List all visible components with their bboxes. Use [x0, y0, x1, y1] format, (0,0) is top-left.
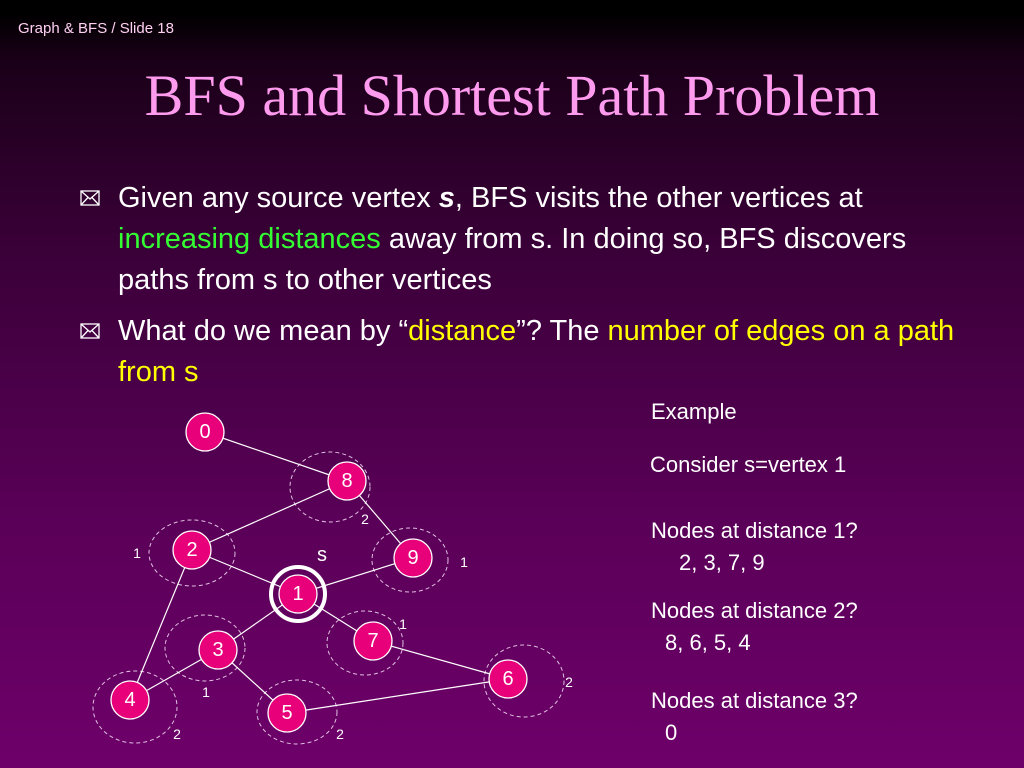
bullet-2-text-a: What do we mean by “ — [118, 315, 409, 347]
distance-label-9: 1 — [460, 554, 468, 570]
node-0 — [185, 412, 225, 452]
node-5 — [267, 693, 307, 733]
node-label-4: 4 — [124, 689, 135, 711]
bullet-1-text-a: Given any source vertex — [118, 182, 439, 214]
increasing-distances-highlight: increasing distances — [118, 223, 381, 255]
bullet-1: Given any source vertex s, BFS visits th… — [80, 178, 960, 301]
slide-label: Graph & BFS / Slide 18 — [18, 20, 174, 37]
edge-2-4 — [129, 549, 193, 701]
distance-ellipse-9 — [371, 527, 449, 593]
bullet-list: Given any source vertex s, BFS visits th… — [80, 178, 960, 403]
source-label: s — [317, 544, 327, 566]
consider-text: Consider s=vertex 1 — [650, 452, 847, 477]
bullet-2: What do we mean by “distance”? The numbe… — [80, 311, 960, 393]
envelope-bullet-icon — [80, 323, 100, 339]
source-ring — [269, 565, 327, 623]
source-vertex-s: s — [438, 182, 455, 214]
question-distance-1: Nodes at distance 1? — [651, 518, 858, 543]
distance-label-6: 2 — [565, 674, 573, 690]
distance-label-3: 1 — [202, 684, 210, 700]
node-label-8: 8 — [341, 470, 352, 492]
envelope-bullet-icon — [80, 190, 100, 206]
bullet-1-text-b: , BFS visits the other vertices at — [454, 182, 863, 214]
distance-label-5: 2 — [336, 726, 344, 742]
edge-7-6 — [372, 640, 509, 680]
distance-label-2: 1 — [133, 545, 141, 561]
distance-ellipse-8 — [289, 451, 371, 523]
answer-distance-2: 8, 6, 5, 4 — [665, 630, 751, 655]
node-4 — [110, 680, 150, 720]
edge-1-9 — [297, 557, 414, 595]
edge-0-8 — [204, 431, 348, 482]
slide-title: BFS and Shortest Path Problem — [144, 63, 880, 128]
example-label: Example — [651, 399, 737, 424]
distance-label-8: 2 — [361, 511, 369, 527]
distance-ellipse-3 — [164, 614, 246, 682]
distance-ellipse-4 — [92, 670, 178, 744]
node-2 — [172, 530, 212, 570]
node-7 — [353, 621, 393, 661]
node-8 — [327, 461, 367, 501]
question-distance-2: Nodes at distance 2? — [651, 598, 858, 623]
node-label-7: 7 — [367, 630, 378, 652]
node-1 — [278, 574, 318, 614]
number-of-edges-highlight: number of edges on a path from s — [118, 315, 955, 388]
node-label-1: 1 — [292, 583, 303, 605]
distance-ellipse-2 — [148, 519, 236, 587]
distance-label-7: 1 — [399, 616, 407, 632]
answer-distance-3: 0 — [665, 720, 678, 745]
distance-ellipse-6 — [483, 644, 565, 718]
edge-8-2 — [191, 480, 348, 551]
node-label-9: 9 — [407, 547, 418, 569]
node-label-5: 5 — [281, 702, 292, 724]
distance-ellipse-7 — [326, 610, 404, 676]
node-6 — [488, 659, 528, 699]
node-label-6: 6 — [502, 668, 513, 690]
node-9 — [393, 538, 433, 578]
node-label-2: 2 — [186, 539, 197, 561]
distance-label-4: 2 — [173, 726, 181, 742]
distance-ellipse-5 — [256, 679, 338, 745]
node-3 — [198, 630, 238, 670]
node-label-0: 0 — [199, 421, 210, 443]
node-label-3: 3 — [212, 639, 223, 661]
distance-highlight: distance — [408, 315, 517, 347]
answer-distance-1: 2, 3, 7, 9 — [679, 550, 765, 575]
question-distance-3: Nodes at distance 3? — [651, 688, 858, 713]
bullet-2-text-b: ”? The — [516, 315, 608, 347]
edge-5-6 — [286, 678, 509, 714]
bullet-1-text-c: away from s. In doing so, BFS discovers … — [118, 223, 907, 296]
